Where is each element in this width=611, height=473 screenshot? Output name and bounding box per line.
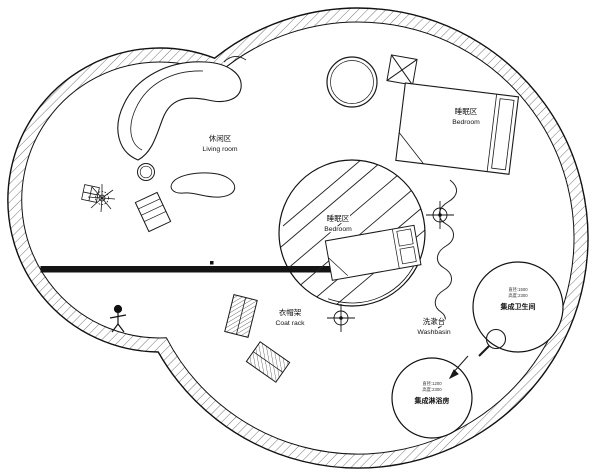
person-icon <box>109 304 127 333</box>
bathroom-pod-spec1: 直径:1500 <box>508 286 528 292</box>
bed-center <box>324 224 422 281</box>
curtain-wave <box>434 179 457 329</box>
bathroom-pod-spec2: 高度:2300 <box>508 292 528 299</box>
shower-pod-spec2: 高度:2300 <box>422 386 442 393</box>
coffee-table <box>170 172 236 198</box>
shower-pod-name: 集成淋浴房 <box>414 396 450 405</box>
bathroom-pod-name: 集成卫生间 <box>500 302 536 311</box>
label-bedroom-center-en: Bedroom <box>324 226 352 233</box>
label-washbasin-en: Washbasin <box>417 329 451 336</box>
label-bedroom-right-zh: 睡眠区 <box>455 107 478 116</box>
coat-rack-shelf-2 <box>245 341 291 383</box>
label-living-room-en: Living room <box>202 146 237 153</box>
survey-marker-icon <box>426 201 454 229</box>
center-bedroom-circle <box>278 159 426 307</box>
vent-box-icon <box>386 54 418 86</box>
round-stool <box>137 163 155 181</box>
door-pivot-dot <box>210 261 214 265</box>
center-bedroom-inner-arc <box>327 256 419 304</box>
shower-pod-circle <box>391 357 473 439</box>
survey-marker-icon <box>327 304 355 332</box>
striped-side-table <box>134 191 172 233</box>
grid-side-table <box>81 184 100 203</box>
label-bedroom-right-en: Bedroom <box>452 119 480 126</box>
shower-pod-spec1: 直径:1200 <box>422 380 442 386</box>
coat-rack-shelf-1 <box>224 294 258 338</box>
label-bedroom-center-zh: 睡眠区 <box>327 214 350 223</box>
floor-lamp-arc <box>223 56 247 63</box>
label-coat-rack-zh: 衣帽架 <box>279 307 302 317</box>
flow-arrow-icon <box>448 355 469 380</box>
label-washbasin-zh: 洗漱台 <box>423 316 446 326</box>
sofa <box>117 61 242 161</box>
round-table <box>326 56 378 108</box>
plant-icon <box>87 184 116 213</box>
label-coat-rack-en: Coat rack <box>275 320 305 327</box>
partition-wall <box>40 266 332 273</box>
label-living-room-zh: 休闲区 <box>209 133 232 143</box>
washbasin-icon <box>478 328 507 357</box>
bed-right <box>395 82 520 175</box>
